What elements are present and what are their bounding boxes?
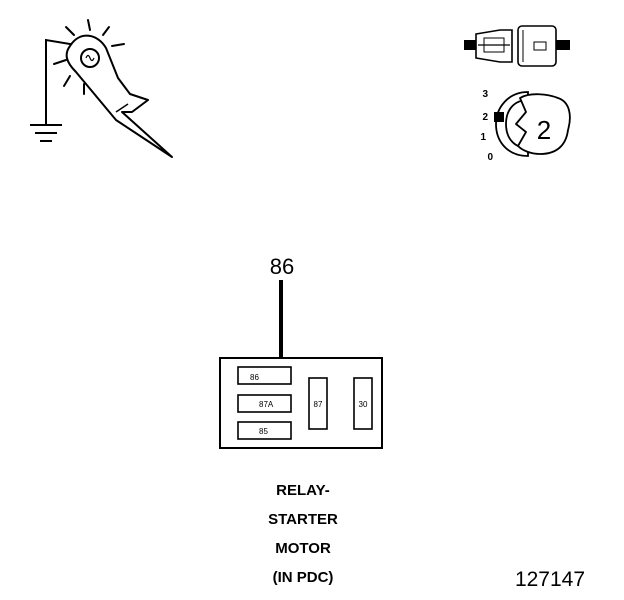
relay-caption: RELAY- STARTER MOTOR (IN PDC): [268, 482, 338, 586]
caption-line-3: MOTOR: [275, 540, 331, 557]
terminal-30-label: 30: [359, 400, 368, 409]
terminal-87a-label: 87A: [259, 400, 274, 409]
relay-block: 86 87A 85 87 30: [219, 357, 383, 449]
ignition-key-icon: 3 2 1 0 2: [480, 89, 571, 163]
light-rays-icon: [53, 19, 125, 95]
terminal-87a: [237, 394, 292, 413]
ignition-position-2: 2: [482, 112, 488, 123]
ground-symbol-icon: [30, 124, 62, 142]
ignition-position-0: 0: [487, 152, 493, 163]
terminal-86: [237, 366, 292, 385]
test-light-icon: [30, 19, 173, 158]
ignition-position-3: 3: [482, 89, 488, 100]
caption-line-1: RELAY-: [276, 482, 330, 499]
ignition-position-1: 1: [480, 132, 486, 143]
position-marker: [494, 112, 504, 122]
terminal-87: [308, 377, 328, 430]
terminal-85: [237, 421, 292, 440]
figure-number: 127147: [515, 568, 585, 591]
terminal-30: [353, 377, 373, 430]
ignition-key-position-label: 2: [537, 115, 551, 145]
caption-line-4: (IN PDC): [273, 569, 334, 586]
pointer-label: 86: [270, 254, 294, 279]
terminal-85-label: 85: [259, 427, 268, 436]
terminal-87-label: 87: [314, 400, 323, 409]
caption-line-2: STARTER: [268, 511, 338, 528]
terminal-86-label: 86: [250, 373, 259, 382]
ground-wire: [45, 38, 83, 125]
connector-plug-icon: [464, 25, 570, 67]
